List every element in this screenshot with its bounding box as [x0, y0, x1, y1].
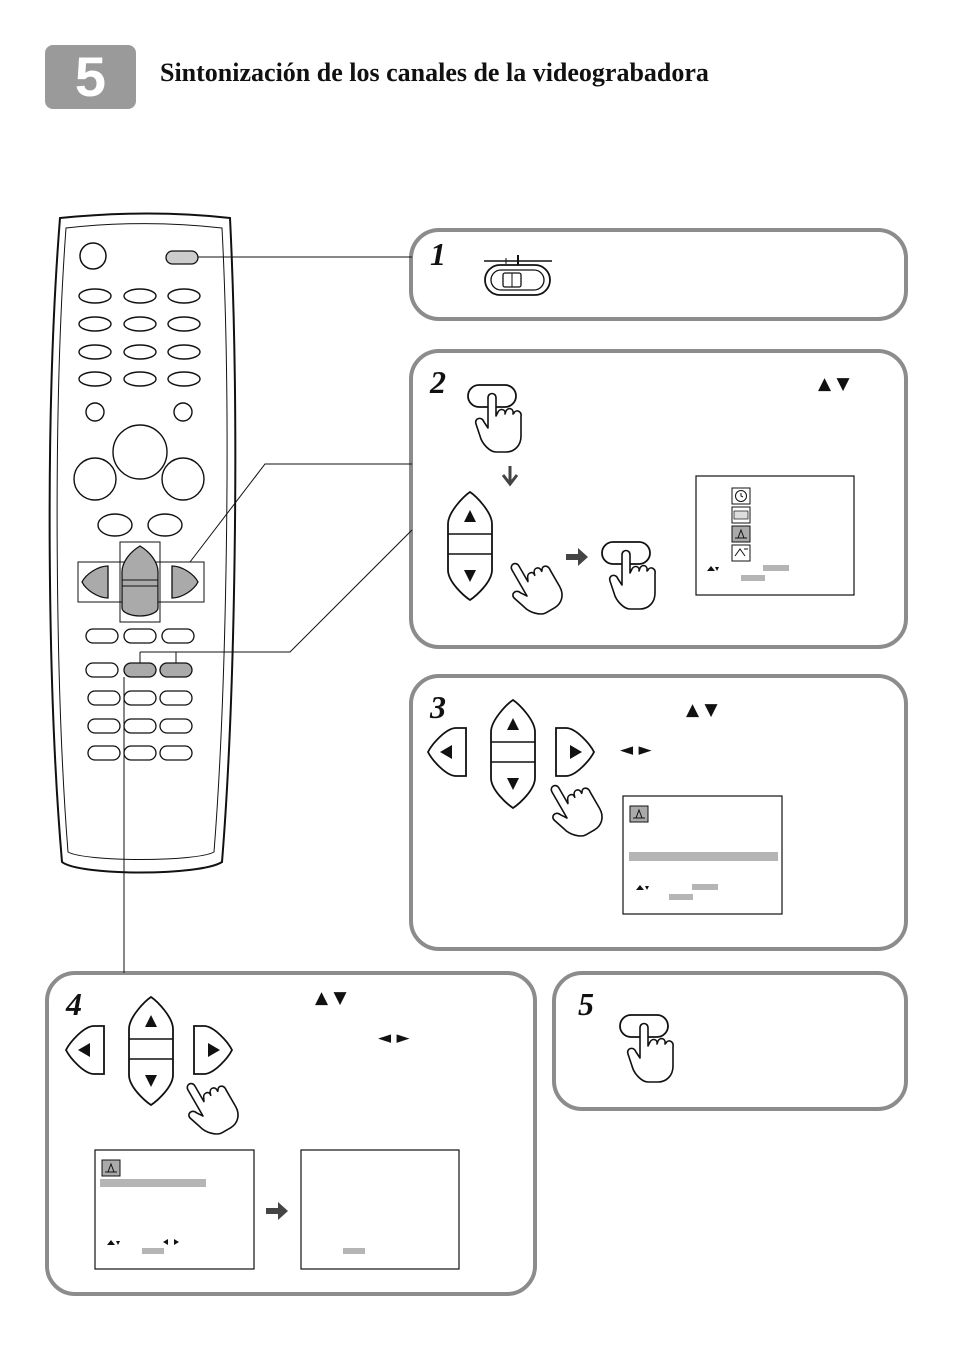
- step-4-leftright-arrows: ◄ ►: [378, 1028, 410, 1048]
- leader-lines: [123, 256, 413, 973]
- step-4-number: 4: [66, 986, 82, 1022]
- step-4-screen-after: [300, 1149, 460, 1270]
- power-switch-icon: [484, 255, 552, 296]
- step-4-screen-before: [94, 1149, 255, 1270]
- step-3-updown-arrows: ▲ ▼: [686, 700, 718, 720]
- step-4-updown-arrows: ▲ ▼: [315, 988, 347, 1008]
- step-2-menu-screen: [695, 475, 855, 596]
- step-number-badge: 5: [45, 45, 136, 109]
- step-1-panel: [409, 228, 908, 321]
- step-3-leftright-arrows: ◄ ►: [620, 740, 652, 760]
- step-2-number: 2: [430, 364, 446, 400]
- remote-control-icon: [48, 212, 237, 874]
- step-3-updown-pad: [490, 699, 536, 809]
- rec-icon: [731, 506, 751, 524]
- step-3-tuning-screen: [622, 795, 783, 915]
- step-2-right-arrow: [566, 548, 588, 566]
- step-4-left-pad: [65, 1025, 105, 1075]
- clock-icon: [731, 487, 751, 505]
- step-3-left-pad: [427, 727, 467, 777]
- step-4-hand-icon: [174, 1068, 245, 1144]
- step-3-right-pad: [555, 727, 595, 777]
- step-4-right-arrow: [266, 1202, 288, 1220]
- antenna-icon: [731, 525, 751, 543]
- step-4-updown-pad: [128, 996, 174, 1106]
- step-5-number: 5: [578, 986, 594, 1022]
- step-2-confirm-button: [601, 541, 656, 610]
- language-icon: [731, 544, 751, 562]
- step-5-press-button: [619, 1014, 674, 1083]
- step-1-number: 1: [430, 236, 446, 272]
- step-3-hand-icon: [538, 770, 609, 846]
- step-2-updown-arrows: ▲ ▼: [818, 374, 850, 394]
- page-title: Sintonización de los canales de la video…: [160, 58, 709, 87]
- step-2-down-arrow: [501, 466, 519, 487]
- step-2-updown-pad: [447, 491, 569, 624]
- step-2-press-button: [467, 384, 522, 453]
- step-4-right-pad: [193, 1025, 233, 1075]
- step-5-panel: [552, 971, 908, 1111]
- step-3-number: 3: [430, 689, 446, 725]
